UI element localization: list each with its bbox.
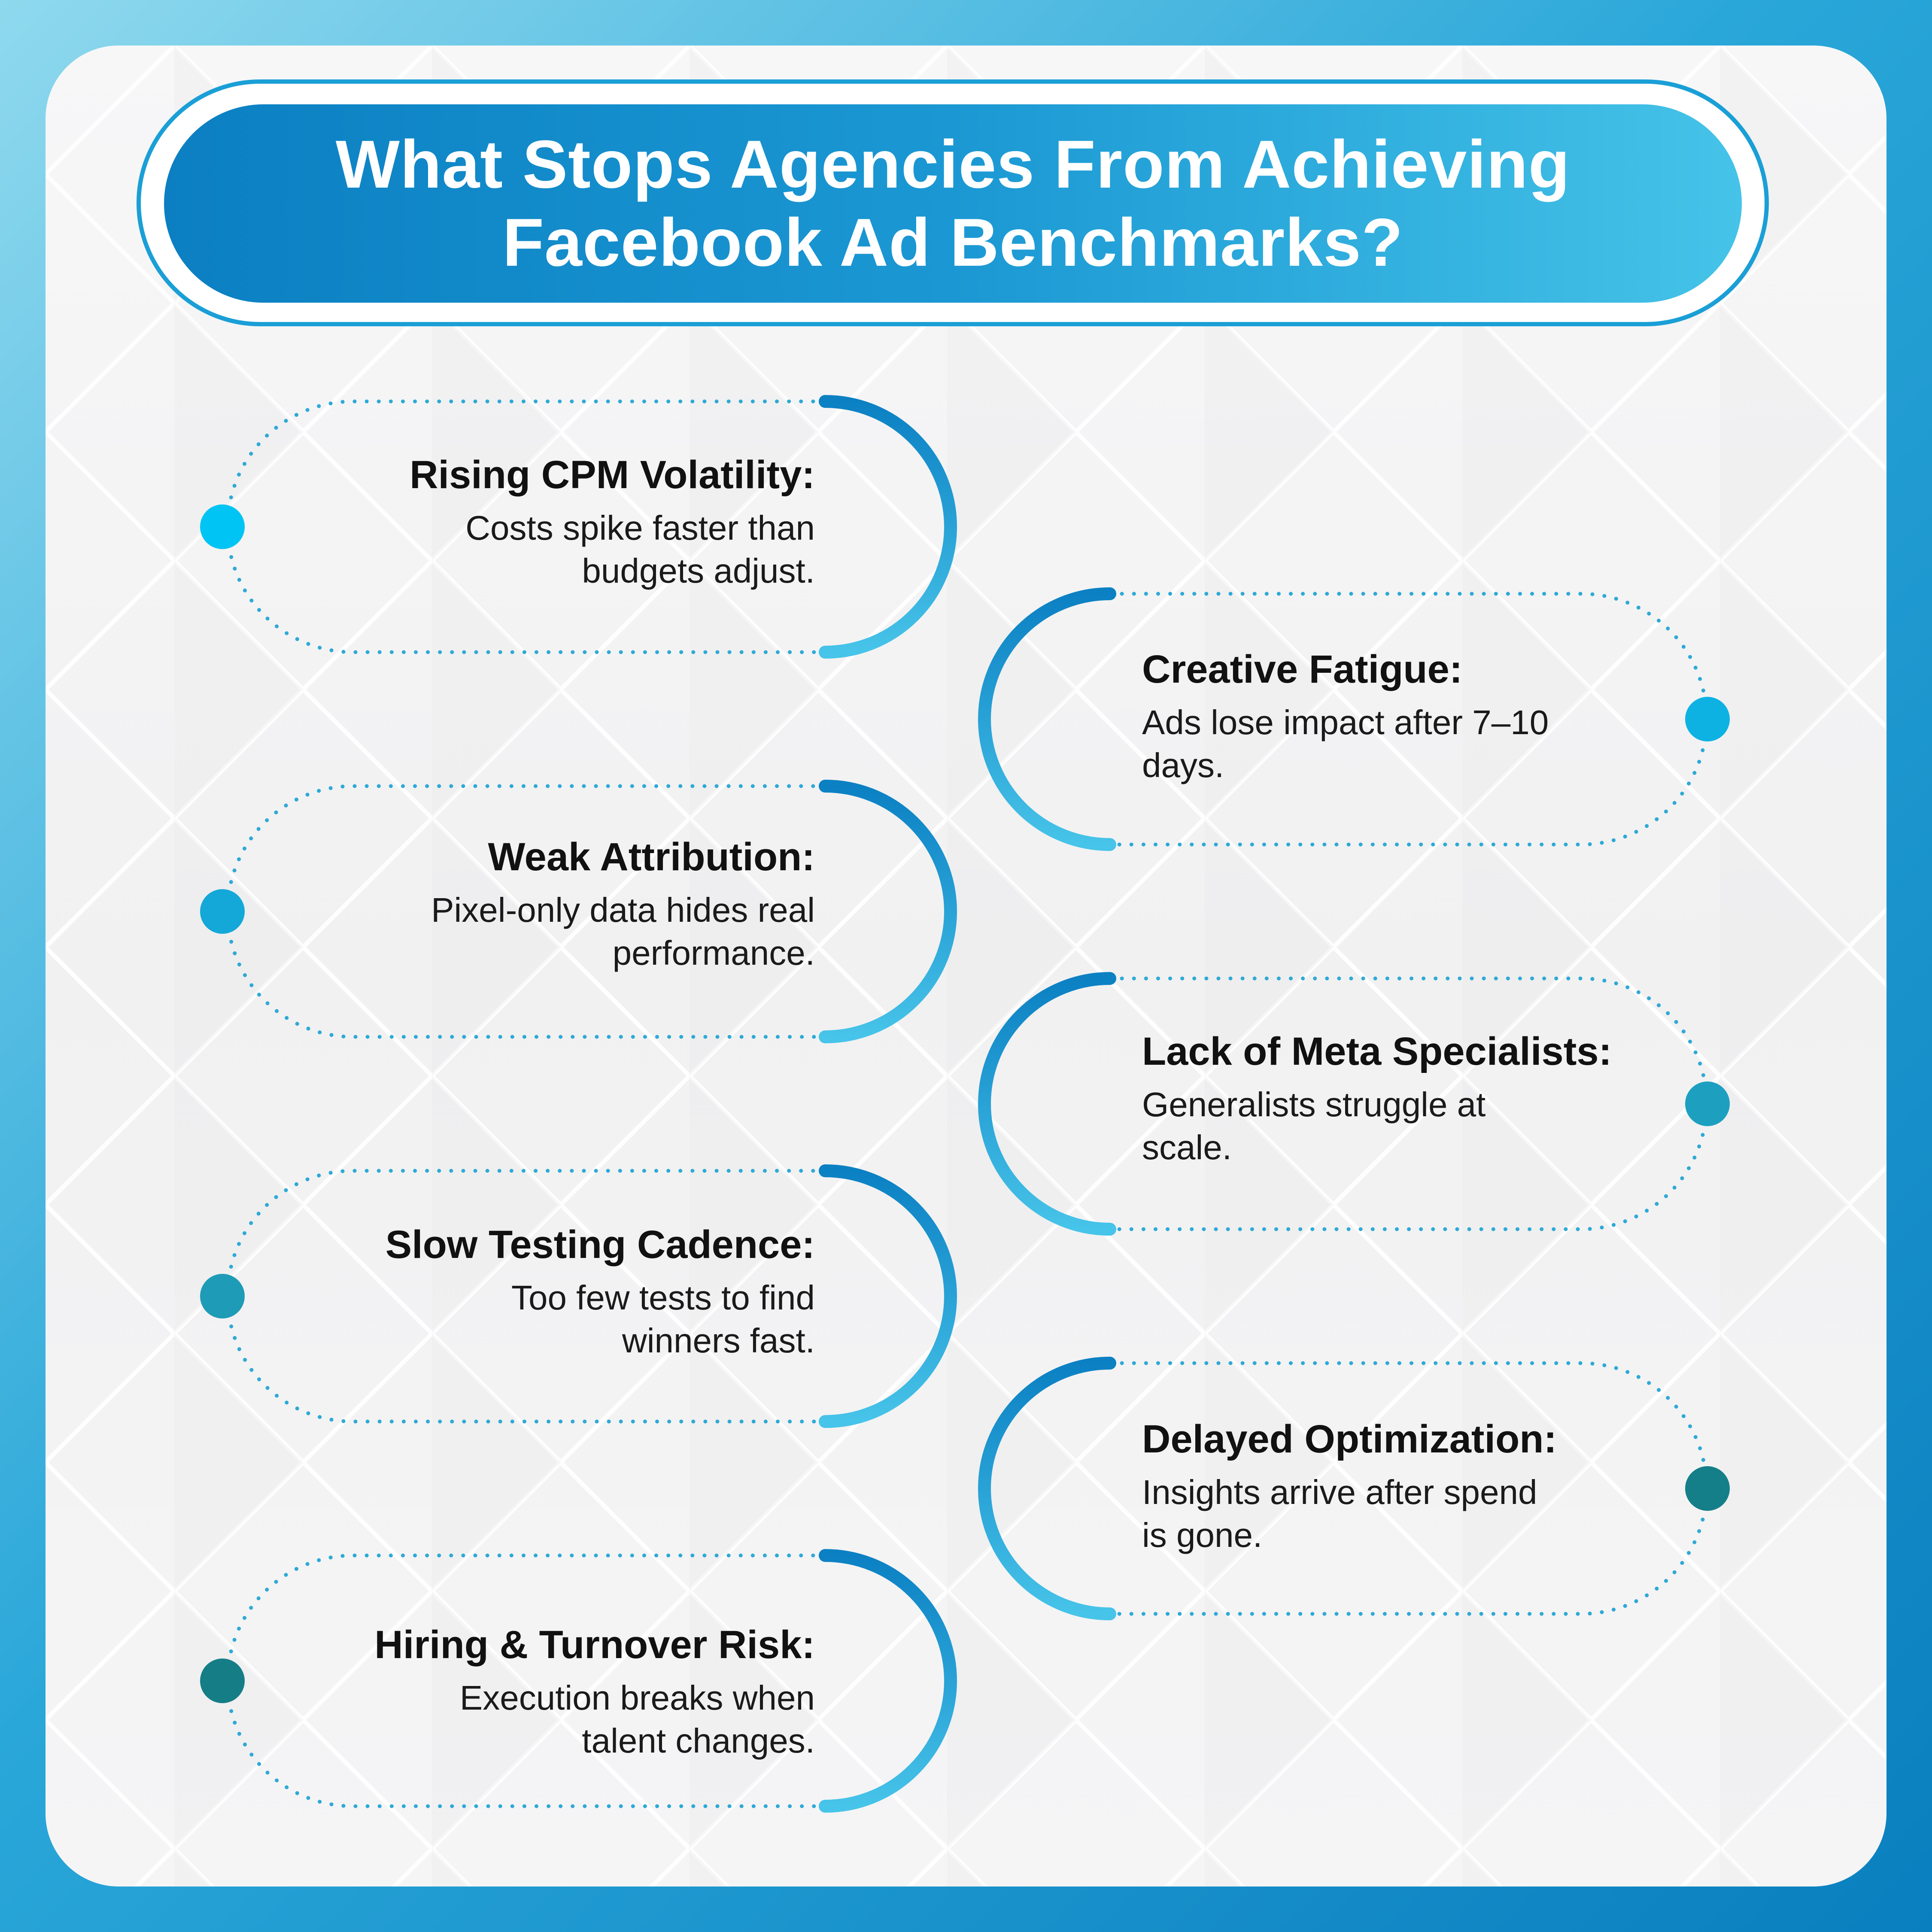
item-hiring-turnover-risk: Hiring & Turnover Risk: Execution breaks… [257,1621,815,1762]
item-description: Execution breaks when talent changes. [459,1679,815,1760]
diamond-pattern [46,46,1886,1886]
spine-arc [819,395,957,659]
item-description: Costs spike faster than budgets adjust. [465,509,815,590]
marker-dot [1685,1081,1730,1126]
marker-dot [1685,697,1730,741]
item-description: Generalists struggle at scale. [1142,1085,1486,1166]
spine-arc [978,1357,1116,1620]
item-description: Too few tests to find winners fast. [511,1279,815,1360]
title-banner: What Stops Agencies From Achieving Faceb… [164,104,1742,303]
spine-arc [819,780,957,1043]
item-title: Creative Fatigue: [1142,647,1463,691]
item-title: Hiring & Turnover Risk: [374,1623,815,1667]
page-title-line-2: Facebook Ad Benchmarks? [502,205,1403,280]
content-card [46,46,1886,1886]
marker-dot [200,889,245,934]
dotted-loop [225,784,827,1039]
item-title: Slow Testing Cadence: [385,1223,815,1267]
item-title: Rising CPM Volatility: [410,453,815,497]
marker-dot [200,1659,245,1703]
marker-dots [200,504,1730,1703]
item-slow-testing-cadence: Slow Testing Cadence: Too few tests to f… [257,1221,815,1362]
item-description: Ads lose impact after 7–10 days. [1142,703,1549,784]
dotted-loop [225,1553,827,1808]
item-weak-attribution: Weak Attribution: Pixel-only data hides … [257,833,815,975]
timeline-spine [819,395,1116,1813]
dotted-loop [1108,1361,1709,1616]
item-description: Pixel-only data hides real performance. [431,891,815,972]
spine-arc [819,1549,957,1813]
item-description: Insights arrive after spend is gone. [1142,1473,1537,1554]
dotted-loop [225,399,827,654]
item-creative-fatigue: Creative Fatigue: Ads lose impact after … [1142,645,1700,787]
dotted-loop [1108,976,1709,1231]
spine-arc [978,587,1116,851]
dotted-loop [1108,592,1709,847]
item-title: Lack of Meta Specialists: [1142,1030,1612,1073]
marker-dot [200,504,245,549]
item-delayed-optimization: Delayed Optimization: Insights arrive af… [1142,1415,1700,1557]
marker-dot [200,1274,245,1318]
spine-arc [978,972,1116,1236]
item-title: Delayed Optimization: [1142,1417,1557,1461]
dotted-loop [225,1169,827,1424]
item-title: Weak Attribution: [488,835,815,879]
spine-arc [819,1164,957,1428]
item-lack-of-meta-specialists: Lack of Meta Specialists: Generalists st… [1142,1027,1700,1169]
page-title-line-1: What Stops Agencies From Achieving [335,127,1571,202]
item-rising-cpm-volatility: Rising CPM Volatility: Costs spike faste… [257,451,815,592]
marker-dot [1685,1466,1730,1511]
dotted-loops [225,399,1709,1808]
